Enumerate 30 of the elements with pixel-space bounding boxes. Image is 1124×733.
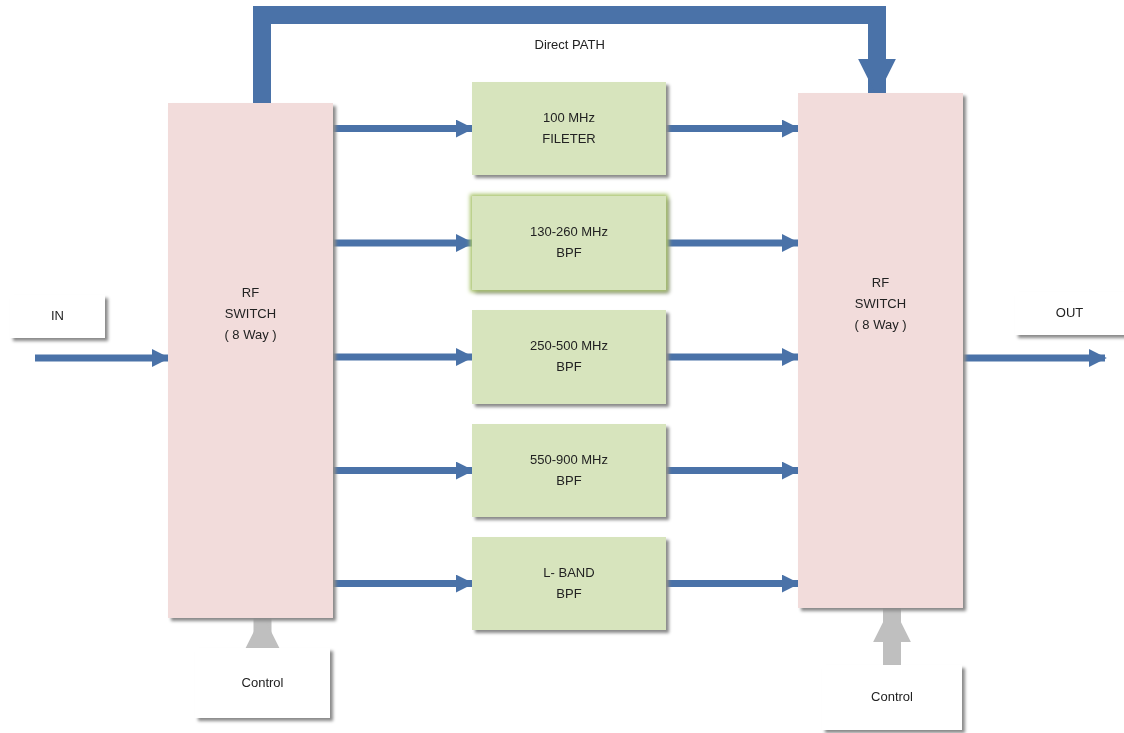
block-label: Control [241, 673, 284, 692]
filter-block [472, 82, 666, 175]
filter-block [472, 424, 666, 517]
signal-arrow [666, 119, 800, 138]
block-label: 130-260 MHz BPF [528, 223, 609, 262]
block-label: OUT [1055, 304, 1084, 323]
block-label: L- BAND BPF [542, 563, 596, 603]
block-label: 250-500 MHz BPF [528, 337, 609, 376]
block-label: IN [51, 307, 64, 326]
block-label: RF SWITCH ( 8 Way ) [223, 284, 278, 344]
block-label: 100 MHz FILETER [541, 108, 597, 148]
block-label: RF SWITCH ( 8 Way ) [853, 274, 908, 334]
block-label: Control [871, 688, 913, 707]
signal-arrow [666, 234, 800, 252]
signal-arrow [253, 6, 896, 103]
signal-arrow [333, 348, 474, 366]
block-label: 550-900 MHz BPF [528, 450, 609, 490]
signal-arrow [333, 119, 474, 138]
signal-arrow [333, 461, 474, 480]
signal-arrow [666, 348, 800, 366]
signal-arrow [333, 234, 474, 252]
signal-arrow [666, 574, 800, 593]
rf-switch-block [798, 93, 963, 608]
rf-switch-block [168, 103, 333, 618]
signal-arrow [666, 461, 800, 480]
signal-arrow [963, 349, 1107, 367]
filter-block [472, 537, 666, 630]
signal-arrow [333, 574, 474, 593]
filter-block [472, 196, 666, 290]
filter-block [472, 310, 666, 404]
